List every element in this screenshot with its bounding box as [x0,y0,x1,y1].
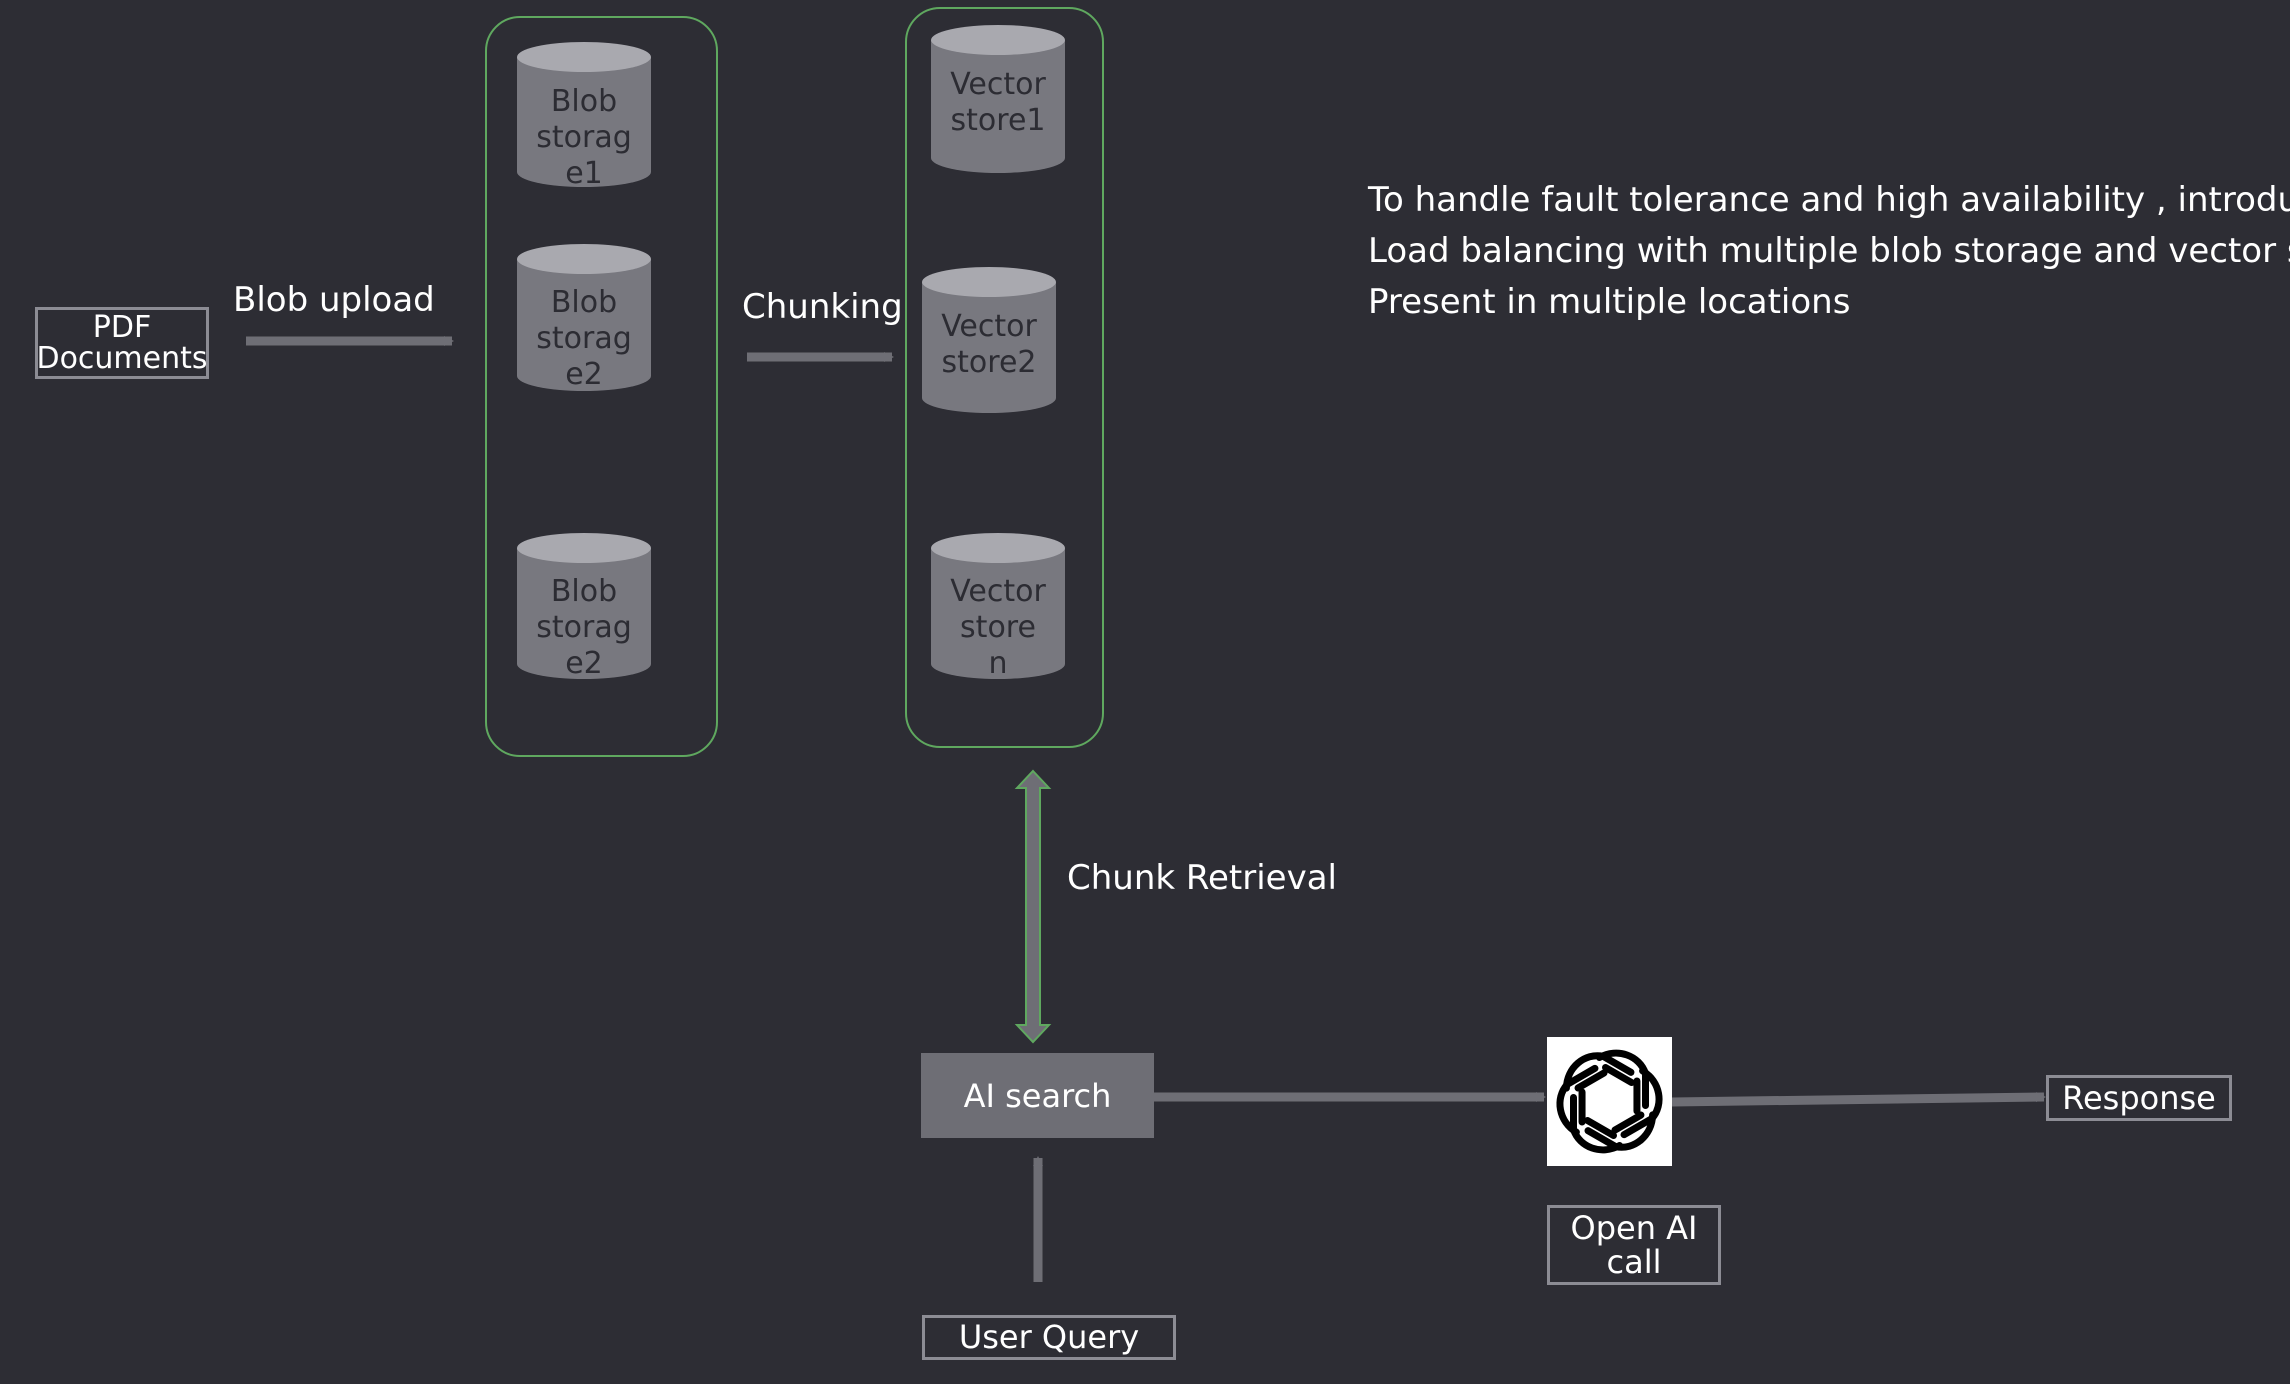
openai-call-label: Open AI call [1547,1205,1721,1285]
vector-store-3-label: Vector store n [950,574,1046,681]
vector-store-2-label: Vector store2 [941,309,1037,380]
openai-logo-icon [1547,1037,1672,1166]
blob-storage-2-label: Blob storag e2 [536,285,632,392]
blob-storage-3-label: Blob storag e2 [536,574,632,681]
chunk-retrieval-arrow [1014,769,1052,1044]
vector-store-1-label: Vector store1 [950,67,1046,138]
vector-store-1-cylinder [931,25,1065,173]
chunk-retrieval-label: Chunk Retrieval [1067,858,1337,898]
blob-upload-label: Blob upload [233,280,435,320]
blob-storage-3-cylinder [517,533,651,679]
response-node: Response [2046,1075,2232,1121]
blob-storage-1-label: Blob storag e1 [536,84,632,191]
chunking-label: Chunking [742,287,903,327]
blob-storage-group [485,16,718,757]
vector-store-2-cylinder [922,267,1056,413]
vector-store-3-cylinder [931,533,1065,679]
blob-storage-1-cylinder [517,42,651,187]
note-line-1: To handle fault tolerance and high avail… [1368,180,2290,220]
openai-to-response-arrow [1671,1092,2046,1107]
blob-storage-2-cylinder [517,244,651,391]
ai-search-node: AI search [921,1053,1154,1138]
vector-store-group [905,7,1104,748]
user-query-node: User Query [922,1315,1176,1360]
note-line-2: Load balancing with multiple blob storag… [1368,231,2290,271]
note-line-3: Present in multiple locations [1368,282,1851,322]
pdf-documents-node: PDF Documents [35,307,209,379]
